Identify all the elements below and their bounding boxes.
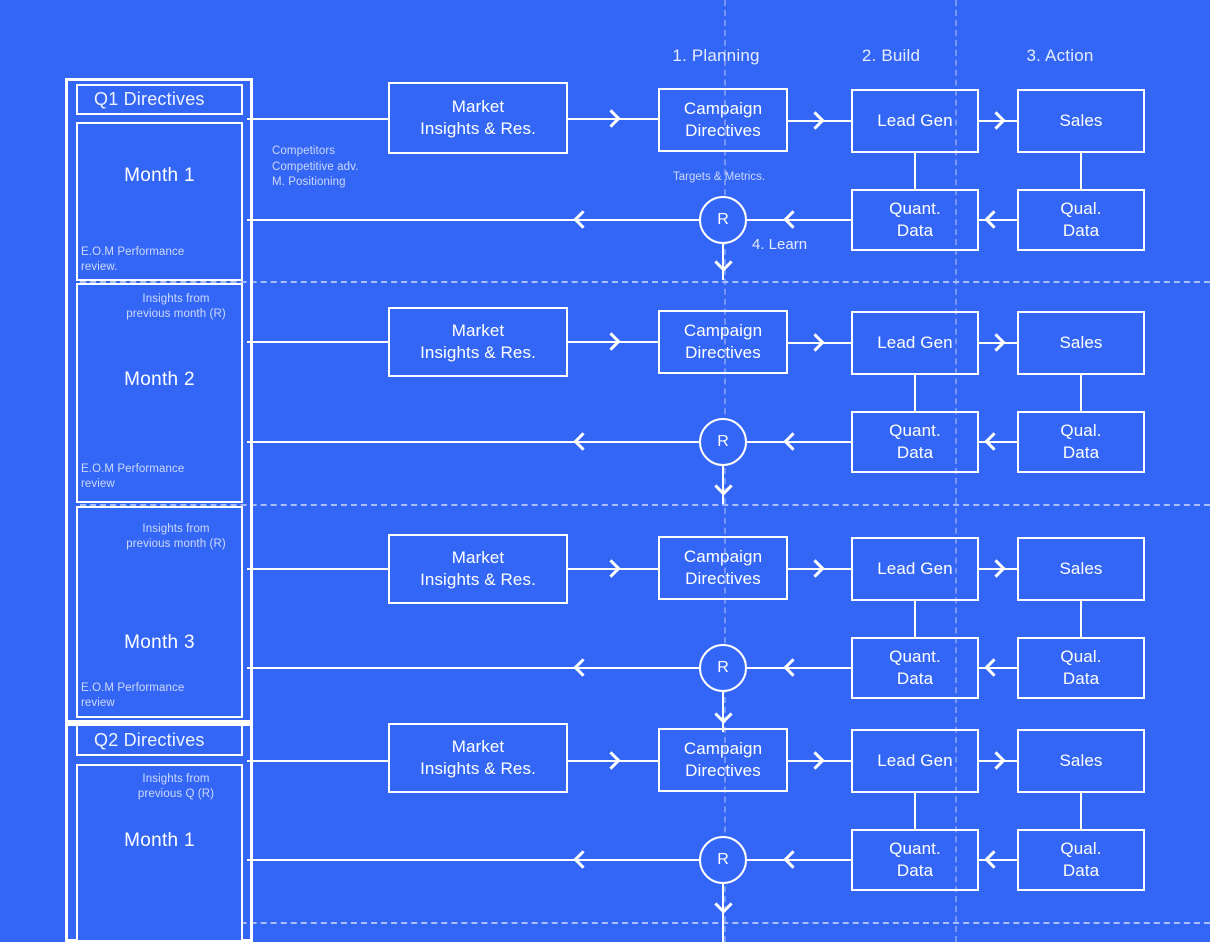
connector-leadgen-to-quant-3 [914, 601, 916, 637]
box-quant-data-4[interactable]: Quant. Data [851, 829, 979, 891]
box-campaign-directives-label-2: Campaign Directives [683, 320, 763, 362]
connector-panel-to-market-1 [247, 118, 388, 120]
box-campaign-directives-label-3: Campaign Directives [683, 546, 763, 588]
month-top-note-3: Insights from previous month (R) [126, 523, 226, 551]
review-node-3[interactable]: R [699, 644, 747, 692]
box-quant-data-label-3: Quant. Data [889, 646, 941, 688]
box-qual-data-label-1: Qual. Data [1060, 198, 1102, 240]
box-sales-label-3: Sales [1059, 558, 1103, 578]
review-node-4[interactable]: R [699, 836, 747, 884]
connector-panel-to-market-2 [247, 341, 388, 343]
timeline-panel-q1 [65, 78, 253, 723]
box-qual-data-2[interactable]: Qual. Data [1017, 411, 1145, 473]
box-sales-4[interactable]: Sales [1017, 729, 1145, 793]
box-campaign-directives-1[interactable]: Campaign Directives [658, 88, 788, 152]
month-bottom-note-2: E.O.M Performance review [81, 463, 185, 491]
month-title-1: Month 1 [124, 165, 195, 186]
annotation-targets-metrics: Targets & Metrics. [673, 171, 766, 183]
month-top-note-4: Insights from previous Q (R) [137, 773, 215, 801]
connector-leadgen-to-quant-4 [914, 793, 916, 829]
connector-sales-to-qual-3 [1080, 601, 1082, 637]
month-top-note-2: Insights from previous month (R) [126, 293, 226, 321]
box-quant-data-3[interactable]: Quant. Data [851, 637, 979, 699]
box-campaign-directives-label-4: Campaign Directives [683, 738, 763, 780]
box-qual-data-label-4: Qual. Data [1060, 838, 1102, 880]
box-lead-gen-2[interactable]: Lead Gen [851, 311, 979, 375]
box-qual-data-3[interactable]: Qual. Data [1017, 637, 1145, 699]
month-bottom-note-1: E.O.M Performance review. [81, 246, 185, 274]
row-divider-2 [80, 504, 1210, 506]
box-market-insights-1[interactable]: Market Insights & Res. [388, 82, 568, 154]
box-market-insights-3[interactable]: Market Insights & Res. [388, 534, 568, 604]
learn-phase-label: 4. Learn [752, 236, 808, 253]
phase-header-build: 2. Build [861, 46, 921, 65]
box-market-insights-2[interactable]: Market Insights & Res. [388, 307, 568, 377]
connector-sales-to-qual-1 [1080, 153, 1082, 189]
box-campaign-directives-3[interactable]: Campaign Directives [658, 536, 788, 600]
row-divider-3 [80, 922, 1210, 924]
month-cell-2[interactable] [76, 283, 243, 503]
review-node-2[interactable]: R [699, 418, 747, 466]
box-quant-data-label-2: Quant. Data [889, 420, 941, 462]
connector-leadgen-to-quant-1 [914, 153, 916, 189]
box-lead-gen-1[interactable]: Lead Gen [851, 89, 979, 153]
box-sales-label-2: Sales [1059, 332, 1103, 352]
box-sales-2[interactable]: Sales [1017, 311, 1145, 375]
connector-r-to-panel-1 [247, 219, 699, 221]
box-lead-gen-4[interactable]: Lead Gen [851, 729, 979, 793]
box-market-insights-label-3: Market Insights & Res. [420, 547, 536, 589]
box-qual-data-4[interactable]: Qual. Data [1017, 829, 1145, 891]
connector-panel-to-market-3 [247, 568, 388, 570]
box-lead-gen-label-1: Lead Gen [877, 110, 953, 130]
month-cell-4[interactable] [76, 764, 243, 942]
box-market-insights-label-2: Market Insights & Res. [420, 320, 536, 362]
box-sales-1[interactable]: Sales [1017, 89, 1145, 153]
review-node-1[interactable]: R [699, 196, 747, 244]
annotation-market-inputs: Competitors Competitive adv. M. Position… [272, 145, 359, 189]
phase-header-planning: 1. Planning [672, 46, 760, 65]
box-campaign-directives-label-1: Campaign Directives [683, 98, 763, 140]
connector-panel-to-market-4 [247, 760, 388, 762]
box-quant-data-2[interactable]: Quant. Data [851, 411, 979, 473]
month-bottom-note-3: E.O.M Performance review [81, 682, 185, 710]
box-sales-label-1: Sales [1059, 110, 1103, 130]
box-qual-data-label-2: Qual. Data [1060, 420, 1102, 462]
box-campaign-directives-4[interactable]: Campaign Directives [658, 728, 788, 792]
box-market-insights-label-1: Market Insights & Res. [420, 96, 536, 138]
box-lead-gen-label-2: Lead Gen [877, 332, 953, 352]
box-market-insights-4[interactable]: Market Insights & Res. [388, 723, 568, 793]
connector-r-to-panel-2 [247, 441, 699, 443]
connector-r-to-panel-4 [247, 859, 699, 861]
box-quant-data-label-1: Quant. Data [889, 198, 941, 240]
connector-leadgen-to-quant-2 [914, 375, 916, 411]
month-title-4: Month 1 [124, 830, 195, 851]
box-lead-gen-3[interactable]: Lead Gen [851, 537, 979, 601]
box-quant-data-1[interactable]: Quant. Data [851, 189, 979, 251]
box-qual-data-1[interactable]: Qual. Data [1017, 189, 1145, 251]
connector-r-to-panel-3 [247, 667, 699, 669]
month-cell-3[interactable] [76, 506, 243, 718]
box-quant-data-label-4: Quant. Data [889, 838, 941, 880]
month-title-3: Month 3 [124, 632, 195, 653]
box-lead-gen-label-4: Lead Gen [877, 750, 953, 770]
month-cell-1[interactable] [76, 122, 243, 281]
box-market-insights-label-4: Market Insights & Res. [420, 736, 536, 778]
phase-header-action: 3. Action [1026, 46, 1094, 65]
box-lead-gen-label-3: Lead Gen [877, 558, 953, 578]
box-sales-3[interactable]: Sales [1017, 537, 1145, 601]
phase-separator-planning-build [724, 0, 726, 942]
quarter-header-q2[interactable]: Q2 Directives [76, 724, 243, 756]
connector-sales-to-qual-4 [1080, 793, 1082, 829]
box-sales-label-4: Sales [1059, 750, 1103, 770]
box-qual-data-label-3: Qual. Data [1060, 646, 1102, 688]
row-divider-1 [80, 281, 1210, 283]
connector-sales-to-qual-2 [1080, 375, 1082, 411]
month-title-2: Month 2 [124, 369, 195, 390]
quarter-header-q1[interactable]: Q1 Directives [76, 84, 243, 115]
box-campaign-directives-2[interactable]: Campaign Directives [658, 310, 788, 374]
